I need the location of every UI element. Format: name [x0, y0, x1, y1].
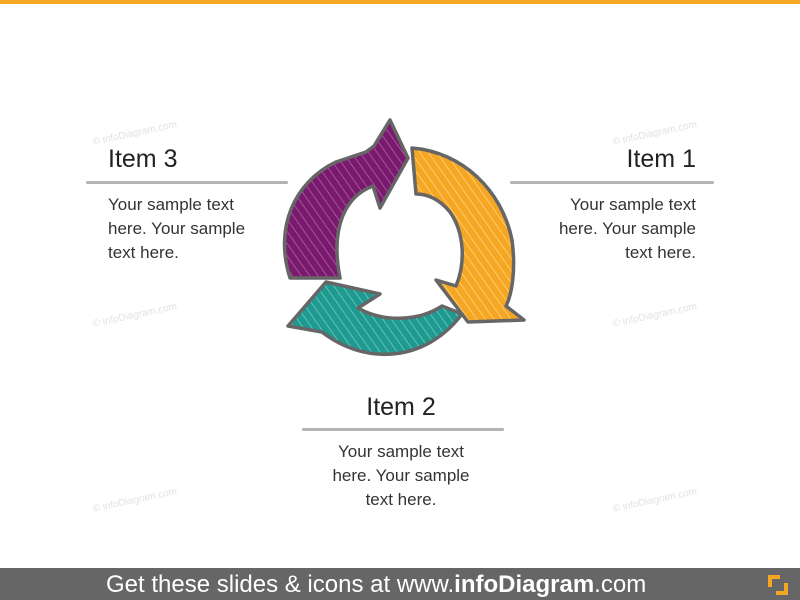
watermark: © infoDiagram.com — [91, 301, 178, 330]
item-3-divider — [86, 181, 288, 184]
watermark: © infoDiagram.com — [611, 486, 698, 515]
item-1-text: Your sample text here. Your sample text … — [558, 195, 696, 262]
footer-bar: Get these slides & icons at www.infoDiag… — [0, 568, 800, 600]
item-1-arrow — [410, 146, 526, 324]
item-2-divider — [302, 428, 504, 431]
watermark: © infoDiagram.com — [91, 486, 178, 515]
item-3-title: Item 3 — [108, 145, 178, 173]
item-2-arrow — [286, 280, 464, 357]
item-2-title: Item 2 — [366, 393, 436, 421]
brand-logo-icon — [768, 575, 788, 595]
cycle-diagram — [282, 118, 526, 357]
item-3-text: Your sample text here. Your sample text … — [108, 195, 246, 262]
footer-text[interactable]: Get these slides & icons at www.infoDiag… — [106, 571, 647, 598]
item-2-text: Your sample text here. Your sample text … — [332, 442, 470, 509]
item-3-arrow — [282, 118, 410, 280]
watermark: © infoDiagram.com — [611, 301, 698, 330]
item-1-divider — [510, 181, 714, 184]
item-1-title: Item 1 — [626, 145, 696, 173]
top-accent-bar — [0, 0, 800, 4]
